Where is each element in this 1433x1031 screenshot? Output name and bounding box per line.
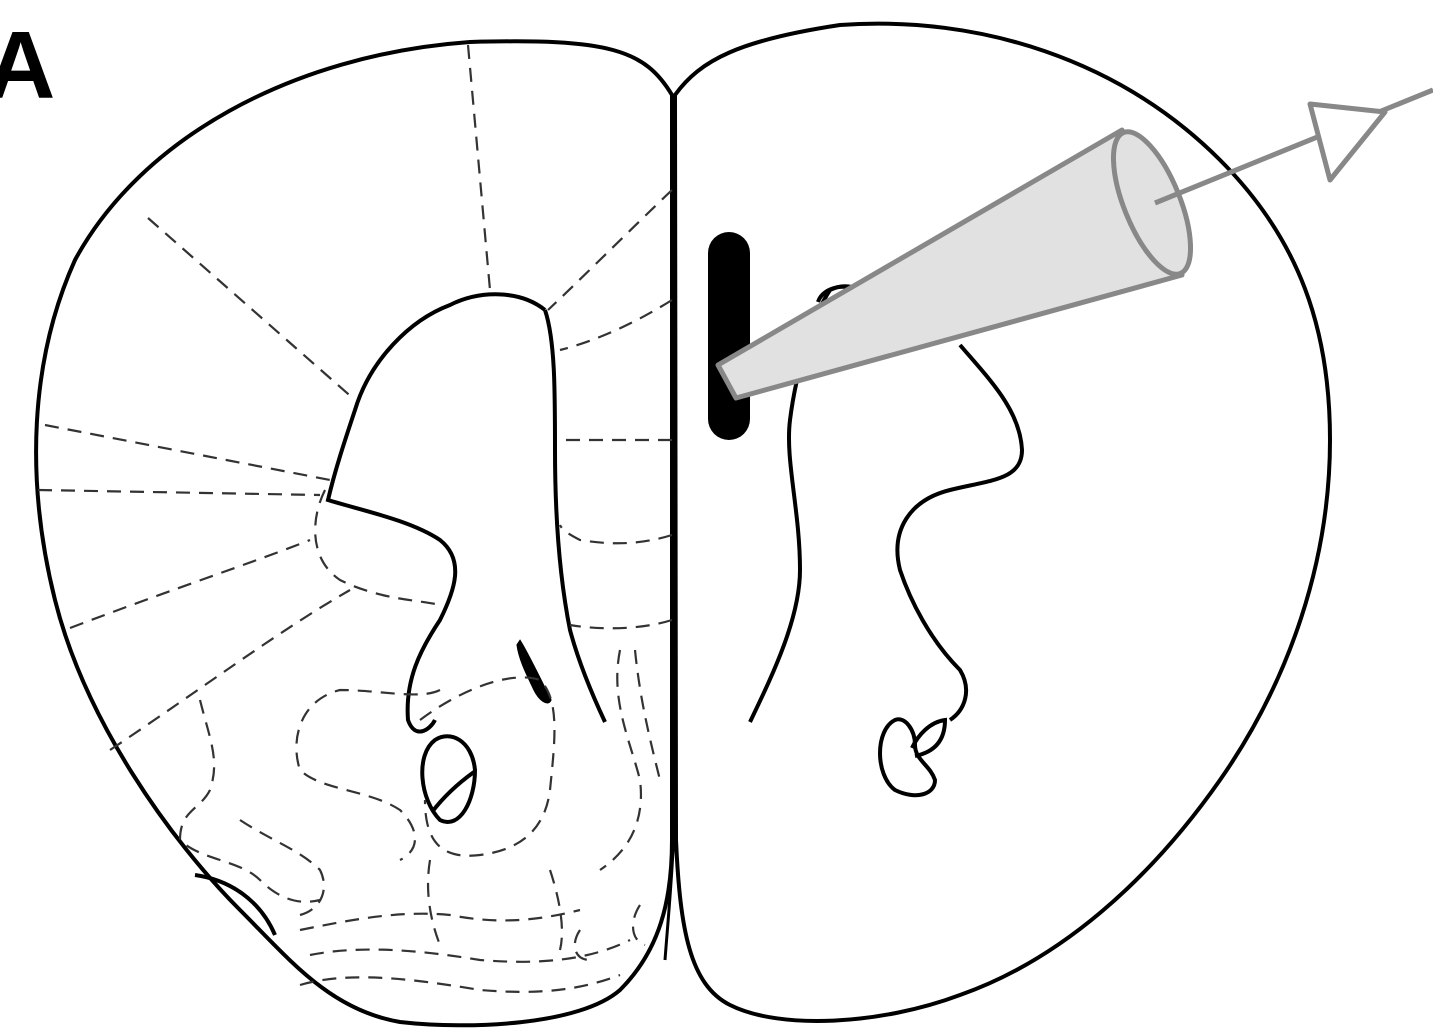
lesion-bar (708, 232, 750, 440)
midline (665, 95, 674, 960)
right-ventricle-lateral-edge (897, 345, 1022, 720)
electrode-wire (1155, 90, 1433, 203)
left-small-black-mark (518, 642, 550, 702)
cortical-area-boundaries (38, 45, 672, 750)
left-ventricle-outline (328, 294, 545, 731)
subcortical-area-boundaries (180, 650, 660, 992)
left-ventricle-medial-edge (545, 310, 605, 722)
left-hemisphere-outline (36, 41, 672, 1025)
electrode-arrowhead (1310, 104, 1385, 180)
recording-electrode (718, 90, 1433, 398)
